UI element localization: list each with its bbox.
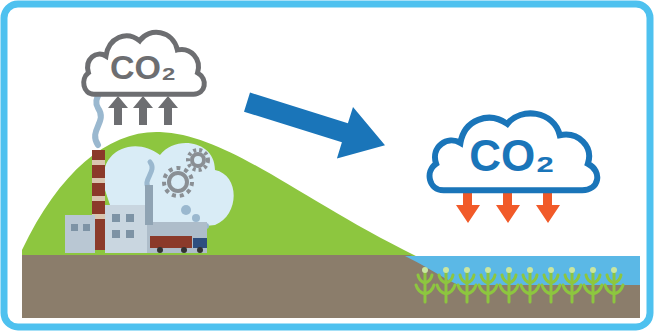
seagrass xyxy=(416,267,623,302)
cloud-node: CO₂ xyxy=(79,24,207,100)
ground xyxy=(22,255,640,318)
truck xyxy=(150,236,207,253)
chemical-formula: CO₂ xyxy=(469,122,555,179)
cloud-node: CO₂ xyxy=(423,103,601,198)
chemical-formula: CO₂ xyxy=(110,40,176,84)
frame xyxy=(4,4,650,327)
factory-buildings xyxy=(65,185,207,253)
emission-arrows xyxy=(108,96,178,125)
gear-icon xyxy=(164,150,208,196)
flow-arrow xyxy=(244,93,385,159)
